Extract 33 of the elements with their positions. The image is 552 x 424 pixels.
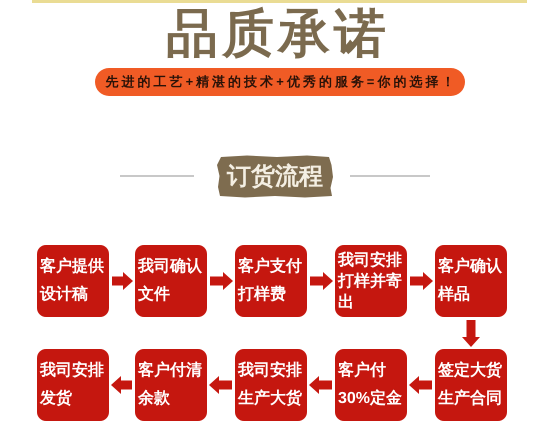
step-label: 客户提供设计稿: [40, 256, 105, 305]
arrow: [407, 376, 435, 394]
arrow: [407, 272, 435, 290]
step-label: 客户付清余款: [138, 360, 203, 409]
arrow: [109, 376, 135, 394]
process-box: [235, 245, 307, 317]
arrow: [307, 272, 335, 290]
arrow: [109, 272, 135, 290]
slogan-banner: [95, 68, 465, 96]
step-label: 我司确认文件: [138, 256, 203, 305]
process-box: [435, 349, 507, 421]
process-box: [135, 349, 207, 421]
arrow: [207, 272, 235, 290]
arrow: [307, 376, 335, 394]
step-label: 客户支付打样费: [238, 256, 303, 305]
section-title: 订货流程: [227, 164, 323, 188]
process-box: [435, 245, 507, 317]
step-label: 签定大货生产合同: [438, 360, 503, 409]
step-label: 客户确认样品: [438, 256, 503, 305]
process-box: [135, 245, 207, 317]
page-title: 品质承诺: [166, 8, 390, 60]
process-box: [335, 349, 407, 421]
step-label: 我司安排打样并寄出: [338, 250, 403, 312]
step-label: 客户付30%定金: [338, 360, 404, 409]
step-label: 我司安排发货: [40, 360, 105, 409]
section-badge: [217, 155, 333, 198]
process-box: [235, 349, 307, 421]
arrow: [462, 317, 480, 349]
process-box: [37, 245, 109, 317]
step-label: 我司安排生产大货: [238, 360, 303, 409]
process-box: [37, 349, 109, 421]
slogan-text: 先进的工艺+精湛的技术+优秀的服务=你的选择！: [104, 73, 458, 92]
arrow: [207, 376, 235, 394]
